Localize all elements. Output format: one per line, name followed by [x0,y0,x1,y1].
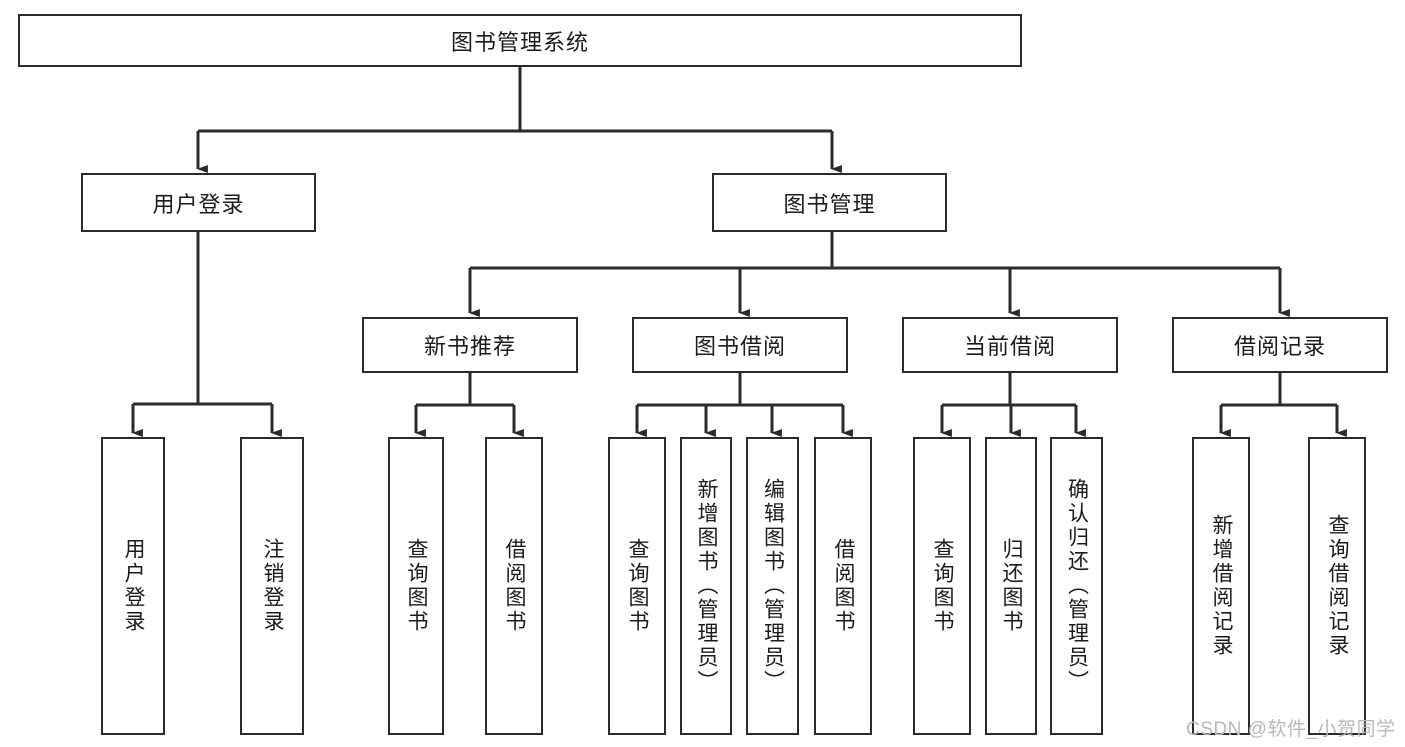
node-current-borrow-label: 当前借阅 [963,334,1056,359]
leaf-logout[interactable]: 注销登录 [240,437,304,735]
leaf-query-book-rec-label: 查询图书 [405,538,429,634]
leaf-borrow-book-label: 借阅图书 [832,538,856,634]
leaf-confirm-return-admin[interactable]: 确认归还（管理员） [1050,437,1103,735]
leaf-query-borrow-record-label: 查询借阅记录 [1326,514,1350,658]
node-user-login-label: 用户登录 [152,191,245,217]
leaf-query-book-borrow[interactable]: 查询图书 [608,437,666,735]
leaf-logout-label: 注销登录 [261,538,285,634]
leaf-add-borrow-record[interactable]: 新增借阅记录 [1192,437,1250,735]
node-root[interactable]: 图书管理系统 [18,14,1022,67]
leaf-query-book-borrow-label: 查询图书 [626,538,650,634]
leaf-borrow-book[interactable]: 借阅图书 [814,437,872,735]
leaf-confirm-return-admin-label: 确认归还（管理员） [1065,478,1089,694]
node-root-label: 图书管理系统 [450,29,589,55]
node-book-manage-label: 图书管理 [783,191,876,217]
leaf-query-book-current[interactable]: 查询图书 [913,437,971,735]
leaf-return-book-label: 归还图书 [1000,538,1024,634]
node-book-borrow-label: 图书借阅 [693,334,786,359]
leaf-borrow-book-rec[interactable]: 借阅图书 [485,437,543,735]
leaf-edit-book-admin[interactable]: 编辑图书（管理员） [746,437,799,735]
leaf-user-login-label: 用户登录 [122,538,146,634]
leaf-add-borrow-record-label: 新增借阅记录 [1210,514,1234,658]
leaf-query-book-current-label: 查询图书 [931,538,955,634]
watermark: CSDN @软件_小贺同学 [1186,719,1396,740]
leaf-borrow-book-rec-label: 借阅图书 [503,538,527,634]
leaf-add-book-admin-label: 新增图书（管理员） [695,478,719,694]
leaf-edit-book-admin-label: 编辑图书（管理员） [761,478,785,694]
leaf-return-book[interactable]: 归还图书 [985,437,1037,735]
leaf-add-book-admin[interactable]: 新增图书（管理员） [680,437,732,735]
node-current-borrow[interactable]: 当前借阅 [902,317,1118,373]
leaf-query-book-rec[interactable]: 查询图书 [388,437,444,735]
node-book-borrow[interactable]: 图书借阅 [632,317,848,373]
node-new-book-recommend[interactable]: 新书推荐 [362,317,578,373]
node-borrow-record-label: 借阅记录 [1233,334,1326,359]
node-new-book-recommend-label: 新书推荐 [423,334,516,359]
node-user-login[interactable]: 用户登录 [81,173,316,232]
node-borrow-record[interactable]: 借阅记录 [1172,317,1388,373]
leaf-query-borrow-record[interactable]: 查询借阅记录 [1308,437,1366,735]
leaf-user-login[interactable]: 用户登录 [101,437,165,735]
node-book-manage[interactable]: 图书管理 [712,173,947,232]
